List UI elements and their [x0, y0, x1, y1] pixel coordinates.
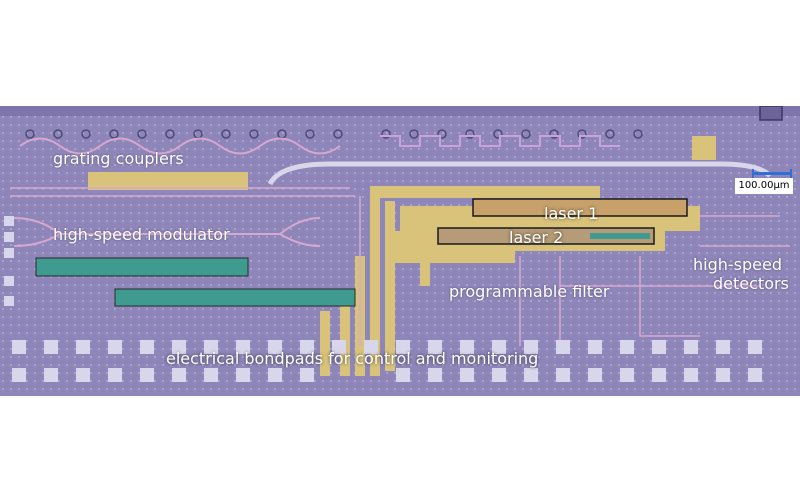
top-edge — [0, 106, 800, 116]
modulator-arm-2 — [114, 288, 356, 307]
label-high-speed-detectors-line1: high-speed — [693, 255, 782, 274]
label-electrical-bondpads: electrical bondpads for control and moni… — [166, 349, 539, 368]
left-side-pads — [4, 216, 14, 306]
chip-drawing — [0, 106, 800, 396]
grating-coupler-row — [25, 129, 643, 139]
modulator-split-bottom — [13, 233, 61, 247]
scale-bar-line — [752, 169, 792, 178]
label-high-speed-detectors-line2: detectors — [713, 274, 789, 293]
gold-strip — [88, 172, 248, 190]
modulator-merge-bottom — [279, 233, 321, 247]
label-laser-2: laser 2 — [509, 228, 564, 247]
waveguide-top-right — [380, 135, 620, 147]
gold-corner-pad — [692, 136, 716, 160]
label-laser-1: laser 1 — [544, 204, 599, 223]
laser-2-outline — [437, 227, 655, 245]
waveguide-lane — [267, 161, 772, 186]
laser-1-outline — [472, 198, 688, 217]
modulator-split-top — [13, 217, 321, 235]
waveguide-top-left — [19, 137, 341, 155]
scale-bar-label: 100.00µm — [735, 178, 793, 194]
corner-marker — [759, 106, 783, 121]
bondpad-row — [12, 340, 762, 382]
label-high-speed-modulator: high-speed modulator — [53, 225, 230, 244]
label-grating-couplers: grating couplers — [53, 149, 184, 168]
laser-2-teal-section — [590, 233, 650, 239]
label-programmable-filter: programmable filter — [449, 282, 610, 301]
photonic-chip-image — [0, 106, 800, 396]
pink-routing — [10, 187, 790, 346]
modulator-arm-1 — [35, 257, 249, 277]
